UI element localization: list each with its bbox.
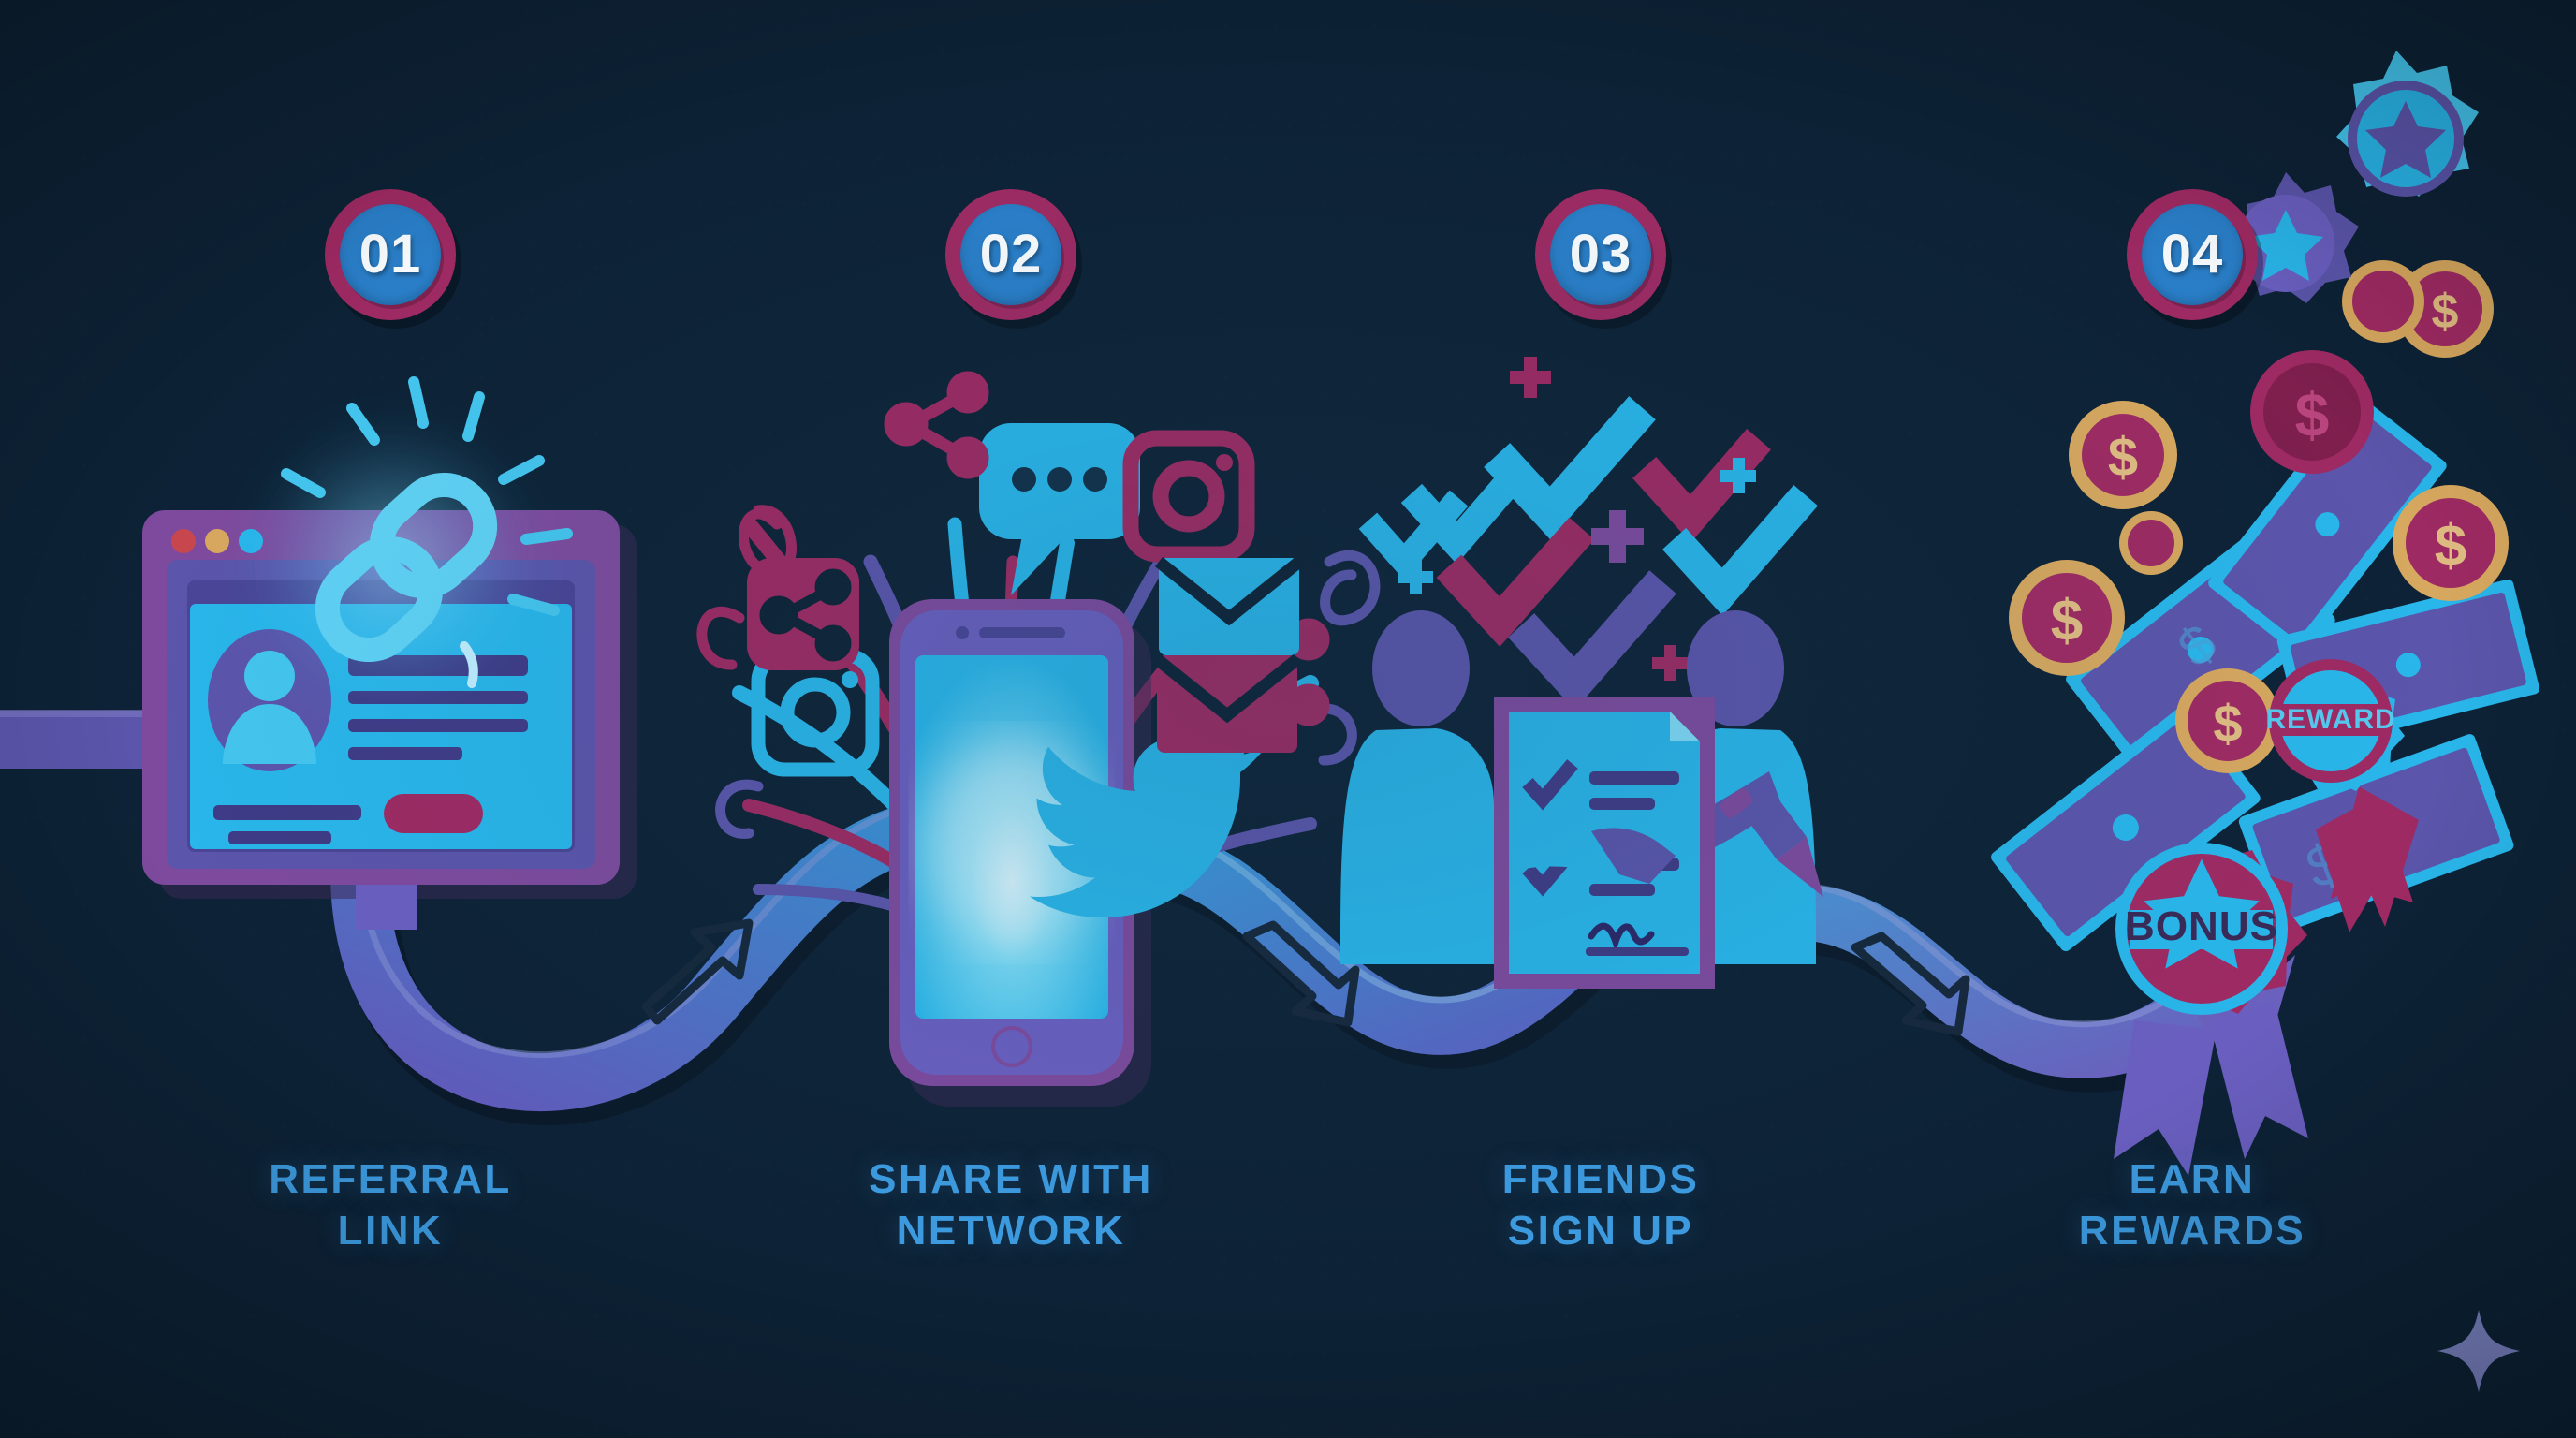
card-line <box>348 719 528 732</box>
svg-text:$: $ <box>2432 285 2459 339</box>
step-badge-02[interactable]: 02 <box>945 189 1076 320</box>
step-caption-04-line2: REWARDS <box>1949 1205 2436 1256</box>
share-square-icon <box>747 558 859 670</box>
step-caption-03-line1: FRIENDS <box>1502 1156 1700 1202</box>
coin: $ <box>2393 485 2509 601</box>
step-caption-01-line2: LINK <box>147 1205 634 1256</box>
star-medal-second <box>2232 172 2359 303</box>
step-badge-04[interactable]: 04 <box>2127 189 2258 320</box>
step-caption-04: EARN REWARDS <box>1949 1153 2436 1257</box>
rosette-bonus-label: BONUS <box>2125 903 2278 949</box>
traffic-light-yellow <box>205 529 229 553</box>
step-badge-01-inner: 01 <box>340 204 441 305</box>
arrow-head-01-02 <box>641 918 754 1025</box>
card-line <box>228 831 331 844</box>
svg-text:$: $ <box>2213 694 2242 753</box>
card-line <box>348 747 462 760</box>
coin <box>2342 260 2424 343</box>
svg-text:$: $ <box>2435 514 2466 579</box>
instagram-icon <box>1122 430 1255 563</box>
coin: $ <box>2069 401 2177 509</box>
coin <box>2119 511 2183 575</box>
figure-left <box>1340 610 1554 964</box>
browser-stand <box>356 885 417 930</box>
handshake <box>1515 824 1676 884</box>
step-badge-03-inner: 03 <box>1550 204 1651 305</box>
coins-group: $ $ $ $ $ $ <box>2009 260 2509 773</box>
step-badge-01[interactable]: 01 <box>325 189 456 320</box>
step-caption-01-line1: REFERRAL <box>269 1156 512 1202</box>
card-line <box>213 805 361 820</box>
decorative-swirls <box>696 505 1381 839</box>
traffic-light-red <box>171 529 196 553</box>
step-caption-01: REFERRAL LINK <box>147 1153 634 1257</box>
envelope-icon <box>1154 556 1304 655</box>
coin: $ <box>2250 350 2374 474</box>
rosette-bonus: BONUS <box>2114 843 2308 1176</box>
coin: $ <box>2009 560 2125 676</box>
share-node-icon <box>884 371 989 479</box>
step-caption-02-line1: SHARE WITH <box>869 1156 1153 1202</box>
step-badge-04-number: 04 <box>2161 227 2224 282</box>
pen-icon <box>1720 779 1823 897</box>
svg-text:$: $ <box>2295 380 2330 449</box>
cta-button <box>384 794 483 833</box>
svg-text:$: $ <box>2051 589 2083 653</box>
rosette-reward-label: REWARD <box>2265 704 2395 735</box>
step-badge-01-number: 01 <box>359 227 422 282</box>
step-badge-03[interactable]: 03 <box>1535 189 1666 320</box>
step-badge-02-number: 02 <box>980 227 1043 282</box>
svg-text:$: $ <box>2108 427 2138 488</box>
step-caption-02: SHARE WITH NETWORK <box>768 1153 1254 1257</box>
four-point-sparkle-icon <box>2437 1309 2521 1393</box>
chain-link-icon <box>253 376 573 702</box>
star-medal-top <box>2336 51 2479 197</box>
twitter-bird-icon <box>1030 737 1266 917</box>
step-caption-02-line2: NETWORK <box>768 1205 1254 1256</box>
chat-bubble-icon <box>979 423 1140 595</box>
envelope-magenta-icon <box>1152 653 1302 753</box>
plus-signs-group <box>1398 357 1756 681</box>
arrow-head-02-03 <box>1242 920 1360 1027</box>
connector-entry <box>0 710 168 769</box>
signature-mark <box>1588 922 1655 953</box>
rosette-reward: REWARD <box>2265 659 2419 932</box>
step-badge-03-number: 03 <box>1570 227 1632 282</box>
sparkle-rays <box>281 376 573 616</box>
arrow-head-03-04 <box>1851 932 1970 1036</box>
step-badge-02-inner: 02 <box>960 204 1061 305</box>
coin: $ <box>2175 668 2280 773</box>
step-caption-03-line2: SIGN UP <box>1357 1205 1844 1256</box>
step-caption-03: FRIENDS SIGN UP <box>1357 1153 1844 1257</box>
step-caption-04-line1: EARN <box>2130 1156 2256 1202</box>
step-badge-04-inner: 04 <box>2142 204 2243 305</box>
